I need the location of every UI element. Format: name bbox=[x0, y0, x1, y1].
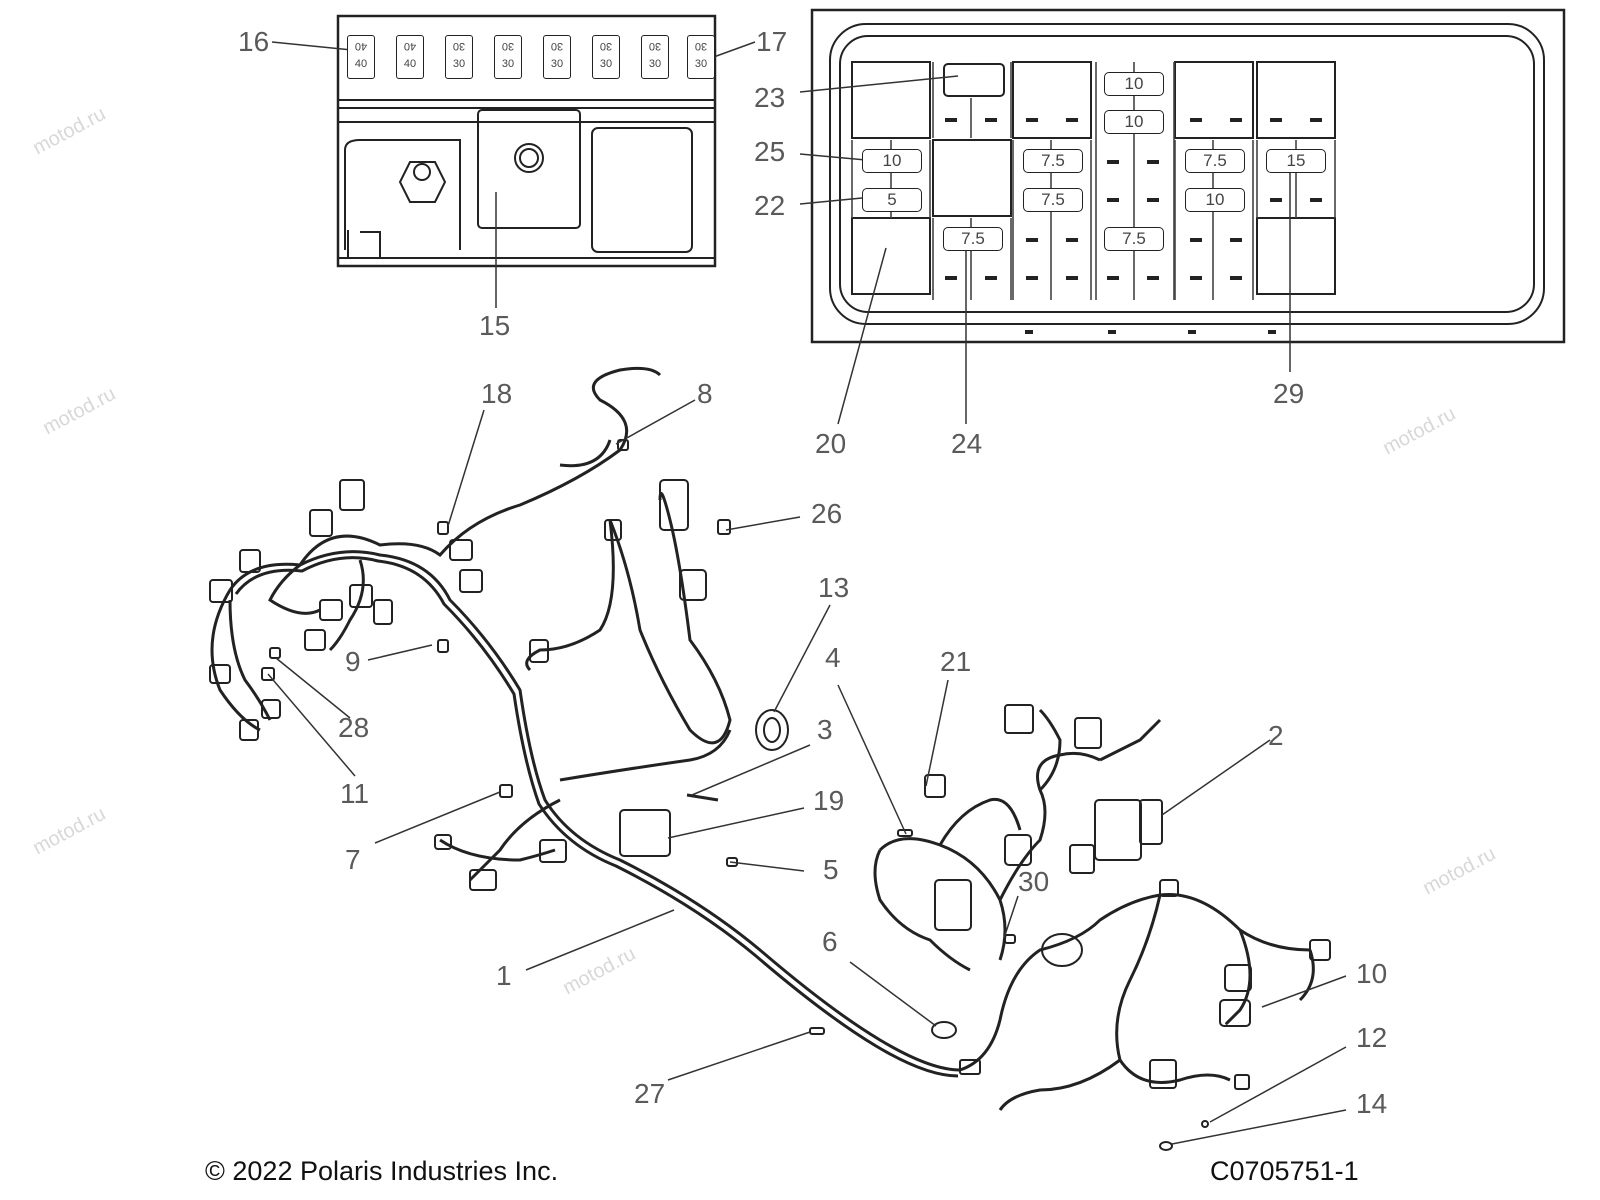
mini-fuse: 7.5 bbox=[1023, 188, 1083, 212]
maxi-fuse-rating-inverted: 30 bbox=[648, 40, 662, 52]
callout-7: 7 bbox=[345, 844, 361, 875]
callout-13: 13 bbox=[818, 572, 850, 603]
maxi-fuse-rating-inverted: 30 bbox=[501, 40, 515, 52]
mini-fuse: 10 bbox=[1104, 110, 1164, 134]
mini-fuse: 7.5 bbox=[1023, 149, 1083, 173]
callout-25: 25 bbox=[754, 136, 786, 167]
copyright-text: © 2022 Polaris Industries Inc. bbox=[205, 1156, 559, 1186]
mini-fuse: 7.5 bbox=[1104, 227, 1164, 251]
inset-power-distribution bbox=[336, 14, 717, 268]
mini-fuse: 10 bbox=[862, 149, 922, 173]
maxi-fuse: 30 30 bbox=[445, 35, 473, 79]
callout-15: 15 bbox=[479, 310, 511, 341]
mini-fuse: 10 bbox=[1185, 188, 1245, 212]
maxi-fuse-rating-inverted: 40 bbox=[403, 40, 417, 52]
callout-6: 6 bbox=[822, 926, 838, 957]
callout-21: 21 bbox=[940, 646, 972, 677]
callout-28: 28 bbox=[338, 712, 370, 743]
maxi-fuse: 30 30 bbox=[494, 35, 522, 79]
maxi-fuse: 30 30 bbox=[687, 35, 715, 79]
maxi-fuse-rating: 30 bbox=[501, 58, 515, 70]
harness-rear bbox=[873, 708, 1315, 1111]
callout-23: 23 bbox=[754, 82, 786, 113]
diagram-code: C0705751-1 bbox=[1210, 1156, 1359, 1186]
callout-11: 11 bbox=[340, 778, 370, 809]
leader-lines bbox=[267, 41, 1347, 1145]
mini-fuse: 7.5 bbox=[1185, 149, 1245, 173]
callout-20: 20 bbox=[815, 428, 847, 459]
callout-18: 18 bbox=[481, 378, 513, 409]
connectors bbox=[209, 439, 1331, 1151]
callout-1: 1 bbox=[496, 960, 512, 991]
callout-10: 10 bbox=[1356, 958, 1388, 989]
maxi-fuse: 40 40 bbox=[347, 35, 375, 79]
maxi-fuse-rating: 30 bbox=[599, 58, 613, 70]
maxi-fuse-rating-inverted: 30 bbox=[599, 40, 613, 52]
maxi-fuse-rating-inverted: 30 bbox=[550, 40, 564, 52]
inset-fuse-box bbox=[810, 8, 1566, 344]
maxi-fuse: 30 30 bbox=[641, 35, 669, 79]
maxi-fuse-rating: 30 bbox=[550, 58, 564, 70]
callout-9: 9 bbox=[345, 646, 361, 677]
callout-26: 26 bbox=[811, 498, 843, 529]
maxi-fuse-rating: 30 bbox=[452, 58, 466, 70]
mini-fuse: 5 bbox=[862, 188, 922, 212]
maxi-fuse-rating: 40 bbox=[354, 58, 368, 70]
callout-14: 14 bbox=[1356, 1088, 1388, 1119]
mini-fuse: 10 bbox=[1104, 72, 1164, 96]
callout-17: 17 bbox=[756, 26, 788, 57]
maxi-fuse-rating: 40 bbox=[403, 58, 417, 70]
mini-fuse: 7.5 bbox=[943, 227, 1003, 251]
callout-24: 24 bbox=[951, 428, 983, 459]
callout-4: 4 bbox=[825, 642, 841, 673]
maxi-fuse: 30 30 bbox=[592, 35, 620, 79]
callout-27: 27 bbox=[634, 1078, 666, 1109]
mini-fuse: 15 bbox=[1266, 149, 1326, 173]
maxi-fuse-rating-inverted: 40 bbox=[354, 40, 368, 52]
maxi-fuse-rating-inverted: 30 bbox=[694, 40, 708, 52]
callout-8: 8 bbox=[697, 378, 713, 409]
maxi-fuse: 40 40 bbox=[396, 35, 424, 79]
callout-22: 22 bbox=[754, 190, 786, 221]
maxi-fuse: 30 30 bbox=[543, 35, 571, 79]
maxi-fuse-rating: 30 bbox=[694, 58, 708, 70]
callout-16: 16 bbox=[238, 26, 270, 57]
callout-2: 2 bbox=[1268, 720, 1284, 751]
callout-19: 19 bbox=[813, 785, 845, 816]
callout-29: 29 bbox=[1273, 378, 1305, 409]
callout-5: 5 bbox=[823, 854, 839, 885]
maxi-fuse-rating: 30 bbox=[648, 58, 662, 70]
maxi-fuse-rating-inverted: 30 bbox=[452, 40, 466, 52]
callout-30: 30 bbox=[1018, 866, 1050, 897]
callout-3: 3 bbox=[817, 714, 833, 745]
harness-main bbox=[210, 366, 961, 1078]
callout-12: 12 bbox=[1356, 1022, 1388, 1053]
